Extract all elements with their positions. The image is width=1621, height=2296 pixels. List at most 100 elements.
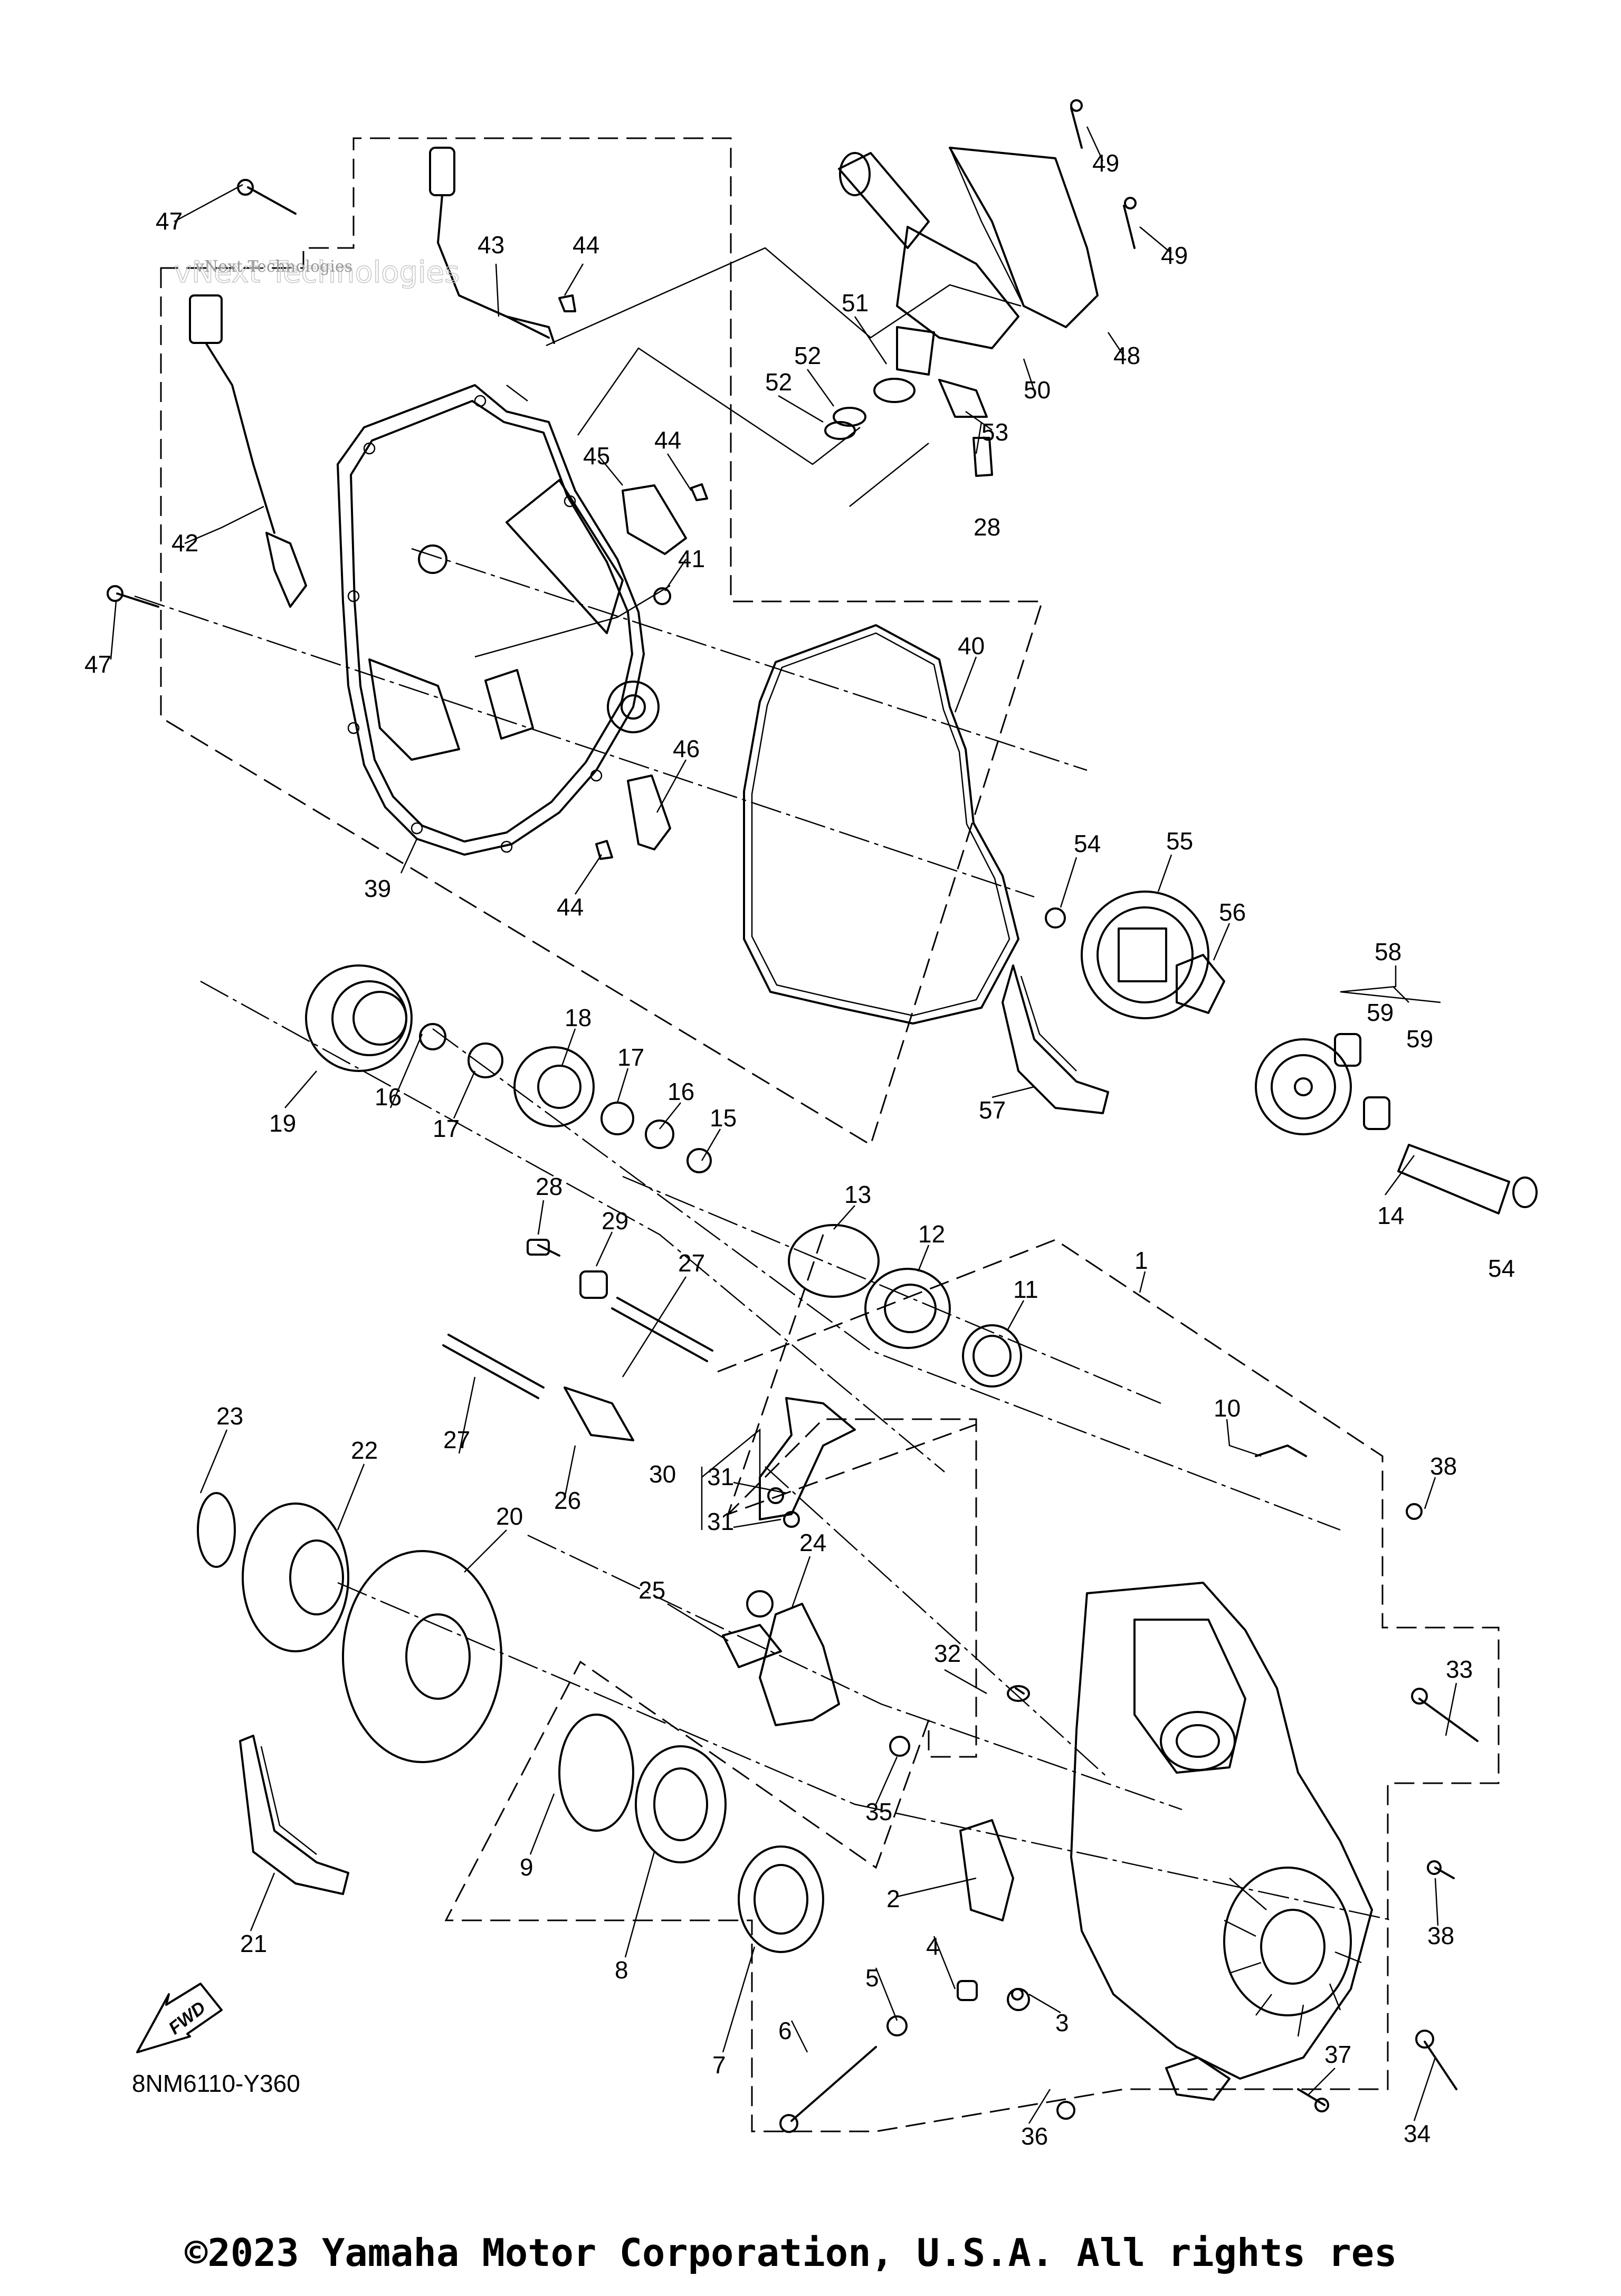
fwd-arrow: FWD [136,1983,223,2053]
fwd-label: FWD [165,1997,209,2039]
grommet [653,587,671,605]
callout-58: 58 [1375,938,1401,965]
callout-35: 35 [865,1798,892,1825]
callout-51: 51 [842,289,869,317]
callout-38b: 38 [1427,1922,1454,1949]
fasteners-lower [779,1444,1479,2133]
callout-59a: 59 [1367,999,1394,1026]
callout-22: 22 [351,1437,378,1464]
callout-49a: 49 [1092,149,1119,177]
callout-59b: 59 [1406,1025,1433,1053]
callout-20: 20 [496,1503,523,1530]
callout-37: 37 [1324,2041,1351,2068]
callout-18: 18 [565,1004,592,1031]
callout-27a: 27 [678,1249,705,1277]
callout-17a: 17 [433,1115,460,1142]
gear-train-lower [197,1492,502,1895]
callout-30: 30 [649,1460,676,1488]
callout-54b: 54 [1488,1255,1515,1282]
callout-16a: 16 [375,1083,402,1111]
callout-14: 14 [1377,1202,1404,1229]
copyright-notice: ©2023 Yamaha Motor Corporation, U.S.A. A… [185,2231,1397,2275]
callout-7: 7 [712,2051,726,2079]
callout-6: 6 [778,2017,792,2044]
watermark-text: vNext Technologies [195,257,352,276]
callout-leaders [110,126,1457,2124]
callout-25: 25 [638,1576,665,1604]
callout-11: 11 [1013,1276,1038,1303]
callout-43: 43 [478,231,504,259]
callout-23: 23 [216,1402,243,1430]
callout-24: 24 [799,1529,826,1556]
callout-33: 33 [1446,1656,1473,1683]
callout-52a: 52 [794,342,821,369]
transmission-case [959,1582,1373,2101]
callout-28b: 28 [536,1173,562,1200]
callout-13: 13 [844,1181,871,1208]
callout-38a: 38 [1430,1452,1457,1480]
callout-8: 8 [615,1956,628,1984]
callout-49b: 49 [1161,242,1188,269]
shift-actuator [824,99,1137,477]
callout-2: 2 [886,1885,900,1912]
callout-10: 10 [1214,1394,1241,1422]
callout-36: 36 [1021,2122,1048,2150]
callout-9: 9 [520,1853,533,1881]
diagram-code: 8NM6110-Y360 [132,2070,300,2097]
watermark-logo: vNext Technologies [174,255,460,290]
callout-44c: 44 [557,893,584,921]
callout-16b: 16 [668,1078,694,1105]
shift-arm-spring [722,1590,840,1726]
callout-39: 39 [364,875,391,902]
callout-27b: 27 [443,1426,470,1453]
callout-46: 46 [673,735,700,762]
callout-44b: 44 [654,426,681,454]
callout-53: 53 [981,418,1008,446]
callout-47b: 47 [84,650,111,678]
case-cover [337,384,660,856]
axis-lines [134,247,1394,1921]
callout-26: 26 [554,1487,581,1514]
callout-29: 29 [602,1207,628,1235]
callout-41: 41 [678,545,705,572]
callout-44a: 44 [573,231,599,259]
watermarks: vNext Technologies vNext Technologies [174,255,460,290]
guide [627,774,671,850]
callout-40: 40 [958,632,985,659]
callout-1: 1 [1134,1247,1148,1274]
sensor-lead [429,147,555,344]
shift-forks [442,1239,856,1528]
callout-31b: 31 [707,1508,734,1535]
screws-47 [107,179,297,608]
callout-50: 50 [1024,376,1051,404]
callout-52b: 52 [765,368,792,396]
callout-21: 21 [240,1930,267,1957]
speed-sensor-harness [189,294,307,608]
callout-55: 55 [1166,827,1193,855]
group-outlines [160,137,1500,2132]
callout-56: 56 [1219,898,1246,926]
callout-47a: 47 [156,207,183,235]
callout-54a: 54 [1074,830,1101,857]
callout-15: 15 [710,1104,737,1132]
gear-train-left [305,964,712,1173]
callout-34: 34 [1404,2120,1431,2147]
callout-3: 3 [1055,2009,1069,2036]
clip-mid [690,483,708,501]
callout-19: 19 [269,1109,296,1137]
clip-top [558,294,576,312]
bearings-upper [788,1224,1022,1388]
bearings-lower [558,1714,824,1953]
sprocket-group [1002,891,1538,1214]
clip-bottom [595,840,613,860]
callout-5: 5 [865,1964,879,1992]
callout-12: 12 [918,1220,945,1248]
callout-labels: 1 2 3 4 5 6 7 8 9 10 11 12 13 14 15 16 1… [84,149,1515,2150]
callout-32: 32 [934,1640,961,1667]
gasket [743,624,1019,1025]
callout-17b: 17 [617,1044,644,1071]
callout-57: 57 [979,1096,1006,1124]
bracket [622,484,687,555]
callout-31a: 31 [707,1463,734,1490]
